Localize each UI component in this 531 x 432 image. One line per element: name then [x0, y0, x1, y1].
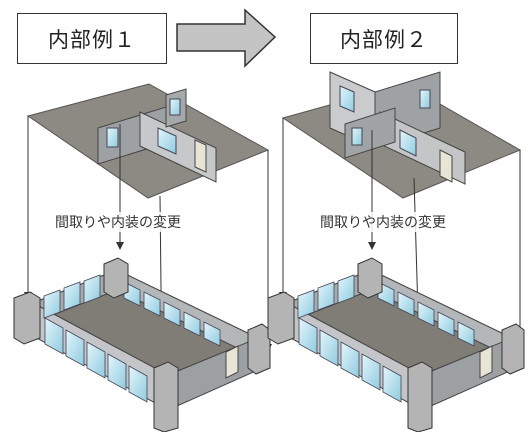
- left-caption: 間取りや内装の変更: [53, 212, 183, 232]
- right-projection-lines: [279, 118, 524, 384]
- example-2-label: 内部例２: [310, 13, 458, 64]
- right-arrow-icon: [176, 8, 277, 68]
- left-building-shell: [31, 269, 260, 411]
- example-1-label: 内部例１: [17, 13, 167, 64]
- example-2-text: 内部例２: [340, 27, 428, 52]
- right-building-shell: [285, 269, 514, 411]
- left-upper-plan: [26, 83, 270, 199]
- right-upper-plan: [281, 71, 522, 199]
- right-pillars: [267, 257, 525, 432]
- example-1-text: 内部例１: [48, 27, 136, 52]
- right-caption: 間取りや内装の変更: [318, 212, 448, 232]
- left-pillars: [13, 257, 271, 432]
